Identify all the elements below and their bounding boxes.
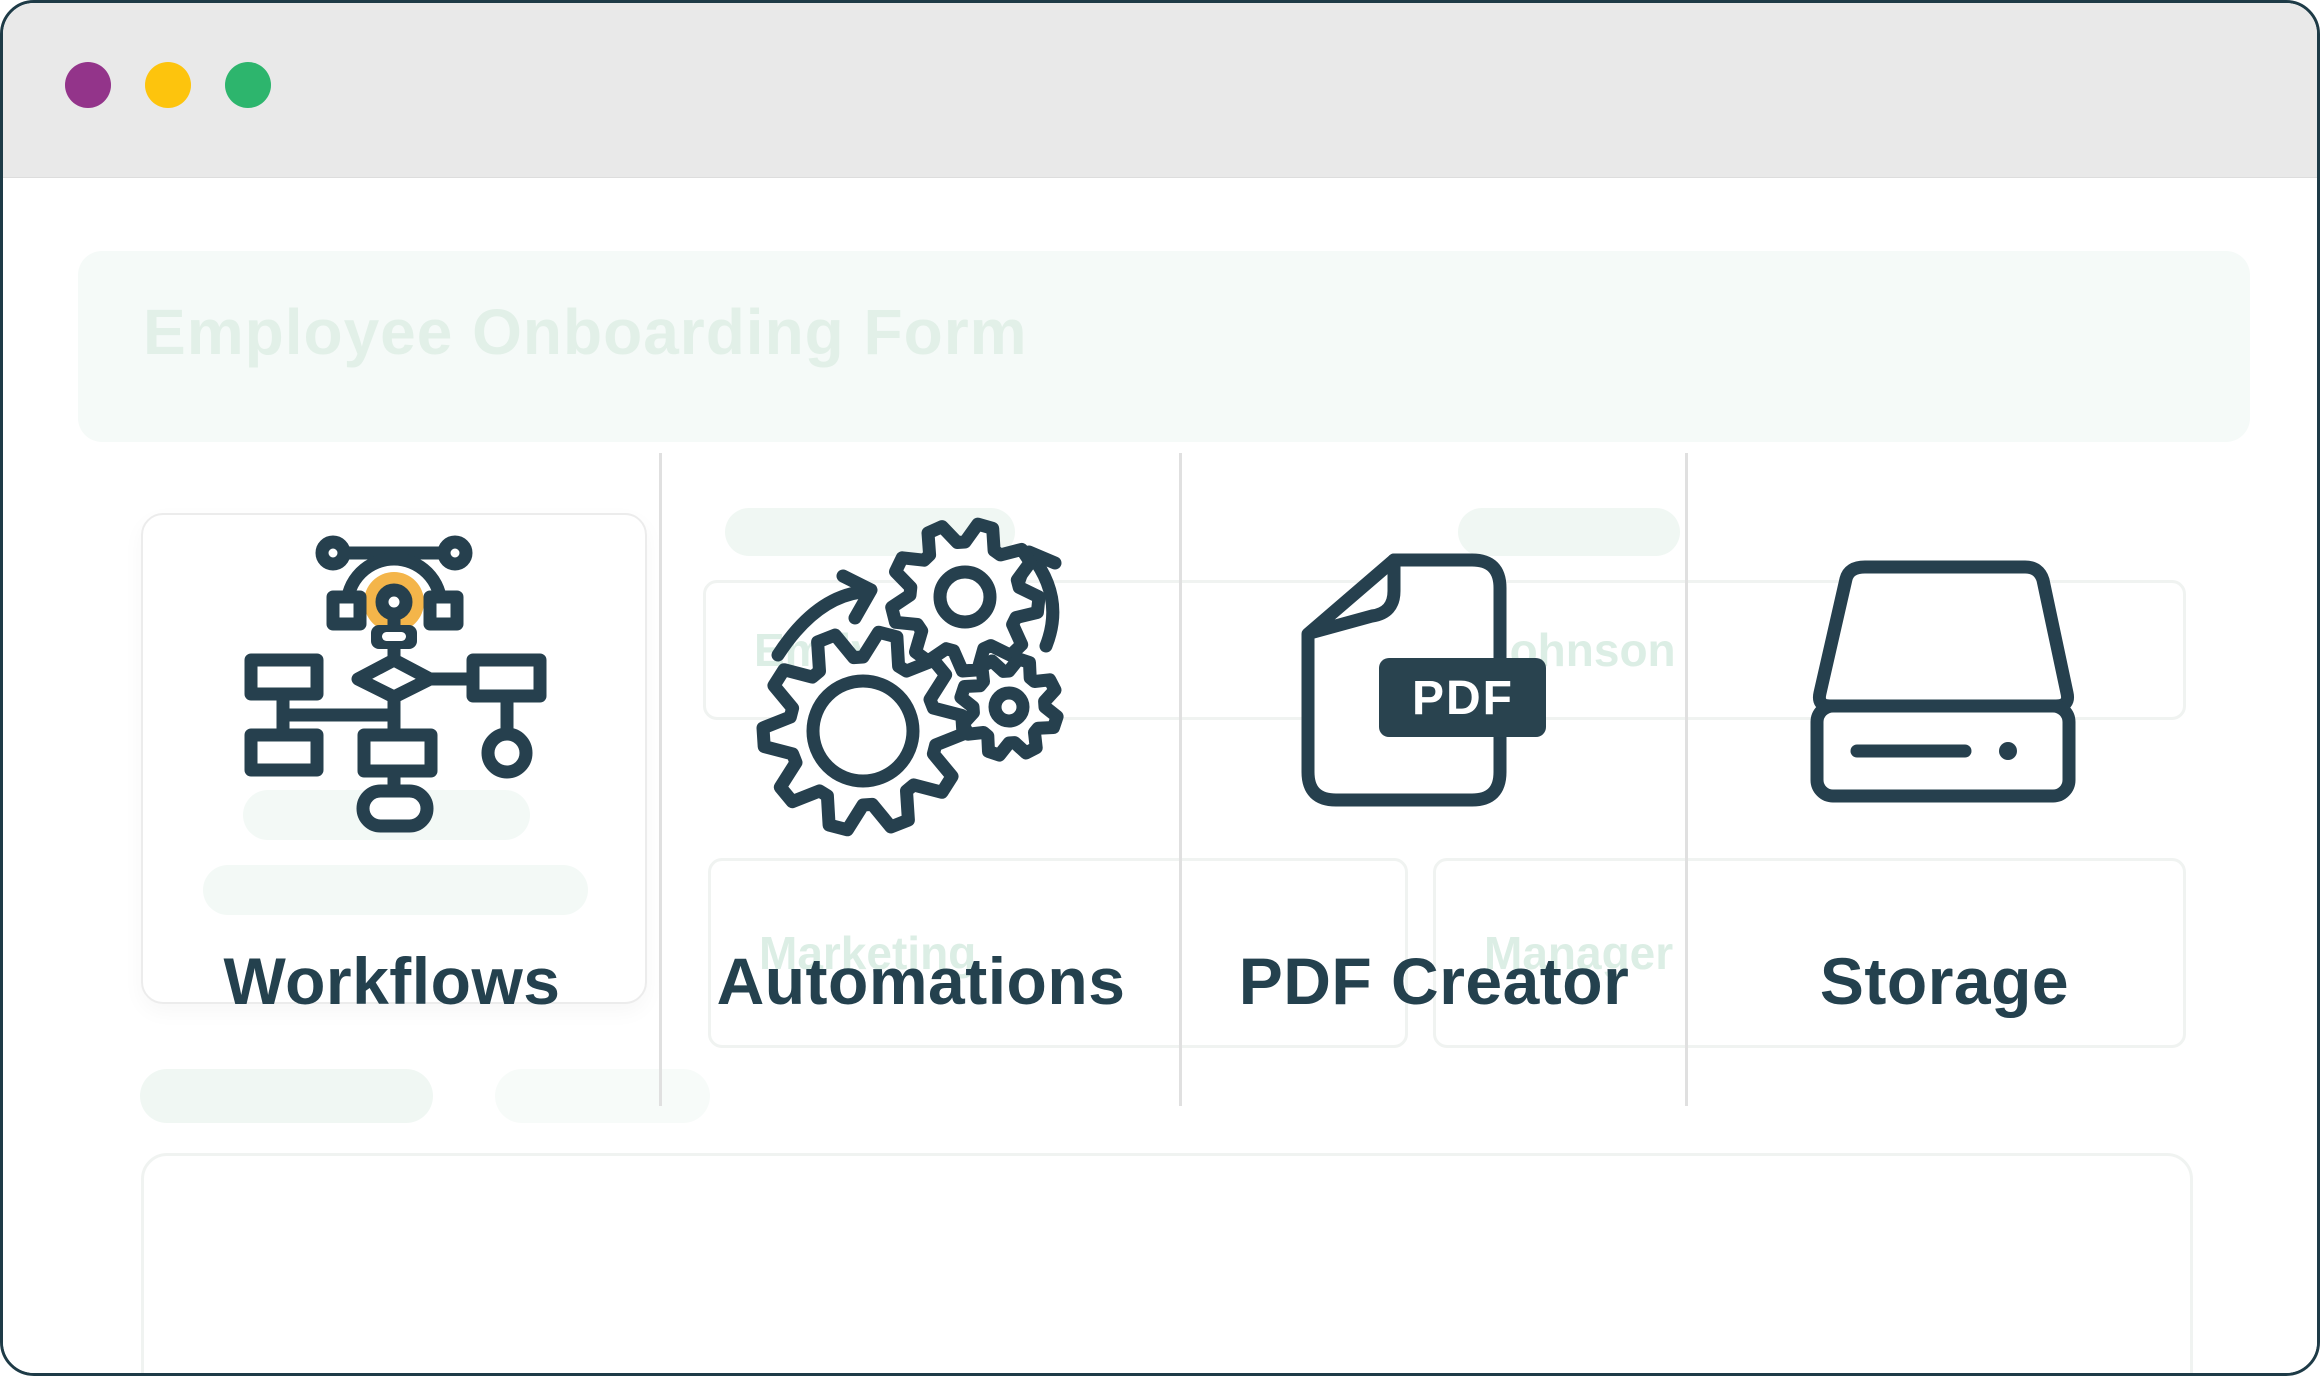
ghost-notes-textarea xyxy=(141,1153,2193,1373)
storage-label: Storage xyxy=(1819,944,2070,1018)
traffic-lights xyxy=(65,62,271,108)
workflows-label: Workflows xyxy=(223,944,561,1018)
ghost-field-label xyxy=(140,1069,433,1123)
ghost-form-title: Employee Onboarding Form xyxy=(143,296,1028,368)
minimize-window-button[interactable] xyxy=(145,62,191,108)
panel-divider xyxy=(1685,453,1688,1106)
window-titlebar xyxy=(3,3,2317,178)
maximize-window-button[interactable] xyxy=(225,62,271,108)
window-content: Employee Onboarding Form Emily Johnson M… xyxy=(3,178,2317,1373)
panel-divider xyxy=(659,453,662,1106)
automations-label: Automations xyxy=(716,944,1126,1018)
panel-divider xyxy=(1179,453,1182,1106)
workflows-feature-card[interactable] xyxy=(141,513,647,1004)
ghost-form-header-band xyxy=(78,251,2250,442)
pdf-creator-label: PDF Creator xyxy=(1238,944,1630,1018)
close-window-button[interactable] xyxy=(65,62,111,108)
